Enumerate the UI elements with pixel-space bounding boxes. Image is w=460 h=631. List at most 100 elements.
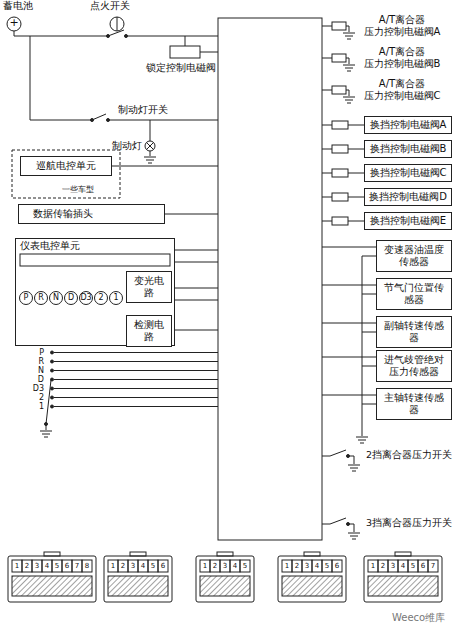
node-text: 主轴转速传感器 [380, 392, 448, 416]
pin-cell [388, 560, 398, 572]
wire [322, 26, 349, 32]
pin-number: 7 [72, 562, 82, 570]
connector-outline [364, 556, 442, 602]
switch-position: P [26, 348, 44, 357]
switch-position: 2 [26, 393, 44, 402]
pin-number: 2 [22, 562, 32, 570]
pin-cell [22, 560, 32, 572]
pin-cell [282, 560, 292, 572]
solenoid-symbol [332, 54, 346, 62]
contact-dot [107, 119, 110, 122]
pin-number: 3 [128, 562, 138, 570]
node-text: 变速器油温度传感器 [380, 244, 448, 268]
pin-cell [108, 560, 118, 572]
unit-box: 仪表电控单元PRNDD321变光电路检测电路 [15, 238, 175, 346]
pin-cell [118, 560, 128, 572]
part-label: 点火开关 [90, 0, 140, 12]
switch-position: D3 [26, 384, 44, 393]
pin-number: 4 [398, 562, 408, 570]
part-label: 3挡离合器压力开关 [366, 518, 458, 529]
pin-cell [332, 560, 342, 572]
node-text: R [35, 292, 47, 304]
part-label: 制动灯开关 [118, 104, 178, 116]
pin-number: 3 [388, 562, 398, 570]
ground-symbol [343, 97, 355, 103]
pin-number: 7 [428, 562, 438, 570]
ground-symbol [343, 65, 355, 71]
contact-dot [51, 405, 54, 408]
node-text: P [20, 292, 32, 304]
switch-position: D [26, 375, 44, 384]
pin-number: 6 [418, 562, 428, 570]
pin-cell [322, 560, 332, 572]
ground-symbol [348, 533, 360, 539]
pin-number: 1 [368, 562, 378, 570]
node-text: 换挡控制电磁阀D [367, 191, 449, 203]
pin-cell [312, 560, 322, 572]
pin-number: 1 [200, 562, 210, 570]
brake-switch-blade [92, 114, 106, 120]
pin-cell [418, 560, 428, 572]
pin-number: 5 [148, 562, 158, 570]
connector-latch [217, 552, 233, 556]
contact-dot [51, 369, 54, 372]
pin-number: 2 [118, 562, 128, 570]
component-box: 主轴转速传感器 [376, 388, 452, 420]
node-text: 进气歧管绝对压力传感器 [380, 354, 448, 378]
part-label: + [9, 17, 19, 29]
pin-cell [302, 560, 312, 572]
pin-cell [42, 560, 52, 572]
ground-symbol [144, 157, 156, 163]
connector-outline [8, 556, 96, 602]
connector-outline [278, 556, 346, 602]
pin-cell [378, 560, 388, 572]
ground-symbol [40, 431, 52, 437]
pin-cell [428, 560, 438, 572]
wire [322, 357, 376, 366]
wire [322, 149, 364, 150]
wire [322, 58, 349, 64]
pin-number: 1 [282, 562, 292, 570]
component-box: 换挡控制电磁阀A [364, 116, 452, 134]
component-box: 副轴转速传感器 [376, 316, 452, 348]
pin-cell [220, 560, 230, 572]
wire [14, 31, 218, 330]
node-text: 检测电路 [130, 319, 168, 343]
component-box: 进气歧管绝对压力传感器 [376, 350, 452, 382]
wire [54, 379, 218, 380]
solenoid-symbol [332, 121, 348, 129]
part-label: A/T离合器 压力控制电磁阀C [350, 78, 454, 102]
indicator-lamp: N [49, 291, 63, 305]
contact-dot [347, 455, 350, 458]
pin-cell [200, 560, 210, 572]
pin-number: 3 [220, 562, 230, 570]
pin-number: 5 [52, 562, 62, 570]
part-label: 2挡离合器压力开关 [366, 450, 458, 461]
switch-position: 1 [26, 402, 44, 411]
pin-cell [72, 560, 82, 572]
component-box: 数据传输插头 [18, 204, 165, 224]
pin-number: 4 [312, 562, 322, 570]
pin-cell [158, 560, 168, 572]
ground-symbol [356, 437, 368, 443]
pressure-switch-symbol [322, 518, 354, 532]
pin-cell [148, 560, 158, 572]
pin-number: 4 [230, 562, 240, 570]
ground-bus [362, 256, 363, 436]
part-label: 锁定控制电磁阀 [146, 62, 218, 74]
solenoid-symbol [332, 145, 348, 153]
node-text: 换挡控制电磁阀C [367, 167, 449, 179]
wire [322, 125, 364, 126]
wire [322, 323, 376, 332]
connector-outline [196, 556, 254, 602]
pin-number: 8 [82, 562, 92, 570]
part-label: 制动灯 [112, 140, 148, 152]
connector-latch [395, 552, 411, 556]
pin-cell [32, 560, 42, 572]
node-text: 变光电路 [130, 275, 168, 299]
contact-dot [51, 351, 54, 354]
wire [322, 221, 364, 222]
node-text: N [50, 292, 62, 304]
solenoid-symbol [170, 46, 200, 58]
